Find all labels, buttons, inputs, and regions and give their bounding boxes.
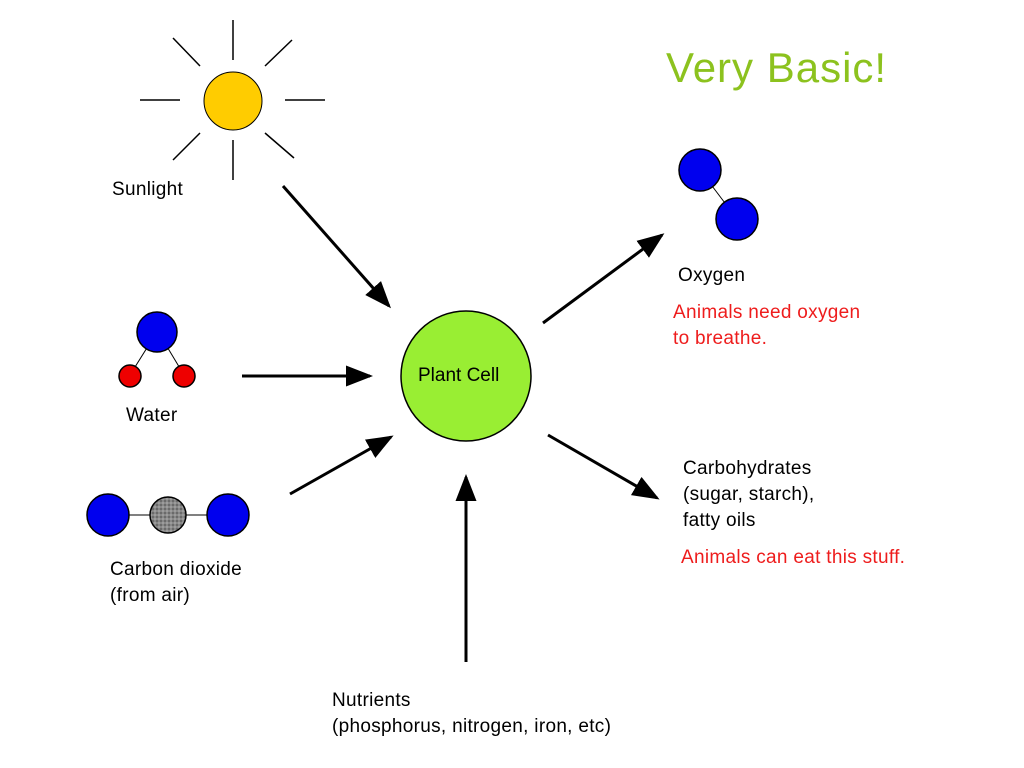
nutrients-label: Nutrients (phosphorus, nitrogen, iron, e… [332,688,611,740]
oxygen-label: Oxygen [678,265,746,286]
carbohydrates-line: Carbohydrates [683,458,812,479]
sunlight-label: Sunlight [112,179,184,200]
sun-disc [203,71,263,131]
oxygen-atom [86,493,130,537]
arrow-cell-to-oxygen [542,233,665,325]
carbon-dioxide-label: Carbon dioxide (from air) [110,557,242,609]
hydrogen-atom [118,364,142,388]
carbon-dioxide-line: (from air) [110,585,191,606]
nutrients-line: (phosphorus, nitrogen, iron, etc) [332,716,612,737]
arrow-sunlight-to-cell [281,185,391,309]
oxygen-note: Animals need oxygen to breathe. [673,300,860,352]
oxygen-atom [136,311,178,353]
oxygen-molecule-icon [678,148,759,241]
arrow-co2-to-cell [289,435,394,496]
sun-icon [140,20,325,180]
carbohydrates-line: (sugar, starch), [683,484,815,505]
sun-ray [264,39,293,67]
sun-ray [172,37,201,67]
carbon-dioxide-line: Carbon dioxide [110,559,243,580]
nutrients-line: Nutrients [332,690,411,711]
sun-ray [264,132,295,159]
carbohydrates-note: Animals can eat this stuff. [681,547,906,568]
water-label: Water [126,405,178,426]
carbon-dioxide-molecule-icon [86,493,250,537]
oxygen-atom [206,493,250,537]
oxygen-note-line: Animals need oxygen [673,302,861,323]
hydrogen-atom [172,364,196,388]
oxygen-note-line: to breathe. [673,328,768,349]
water-molecule-icon [118,311,196,388]
plant-cell-circle [400,310,532,442]
sun-ray [172,132,201,161]
oxygen-atom [715,197,759,241]
carbohydrates-label: Carbohydrates (sugar, starch), fatty oil… [683,456,815,534]
page-title: Very Basic! [666,44,888,91]
carbon-atom [149,496,187,534]
plant-cell-label: Plant Cell [418,365,500,386]
arrow-cell-to-carbohydrates [547,433,660,500]
carbohydrates-line: fatty oils [683,510,756,531]
oxygen-atom [678,148,722,192]
